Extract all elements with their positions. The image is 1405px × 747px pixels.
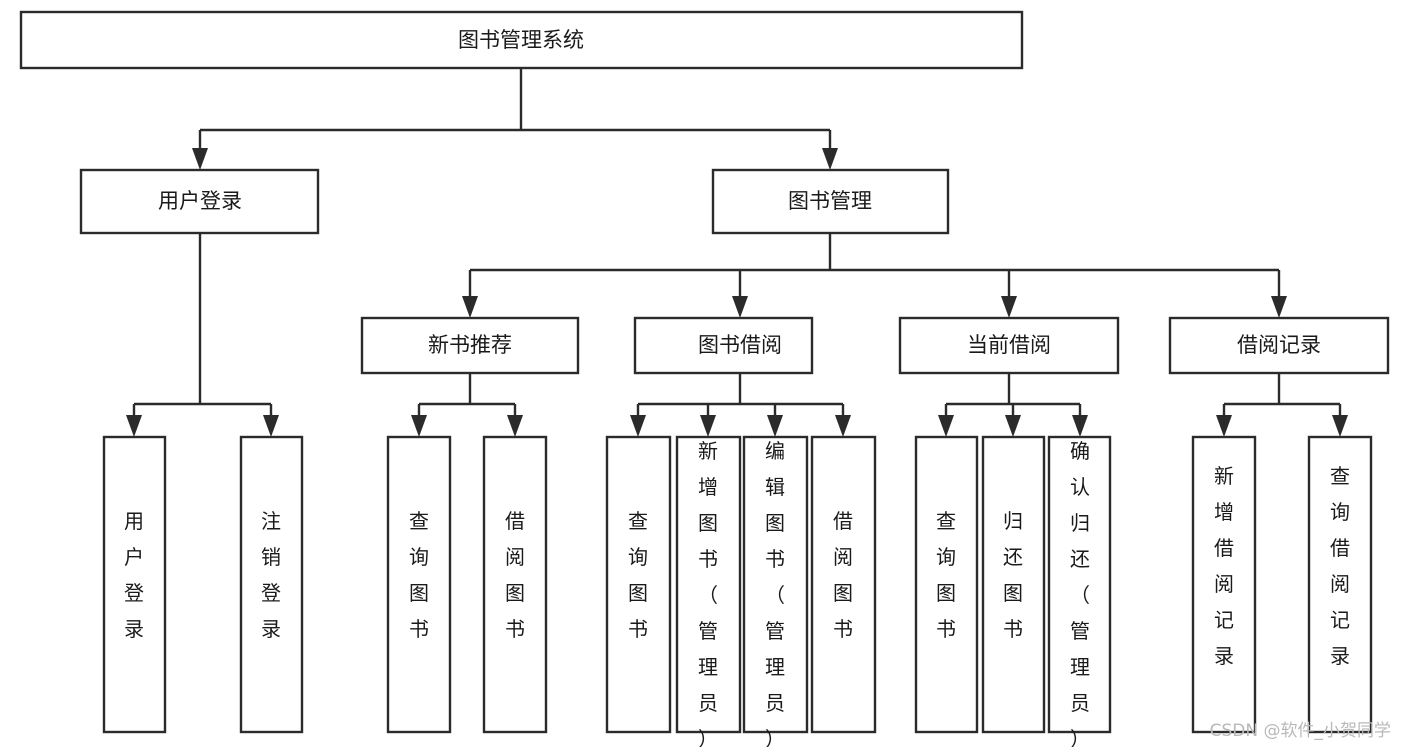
leaf-box bbox=[742, 435, 809, 734]
arrow-head-icon bbox=[1001, 296, 1017, 318]
arrow-head-icon bbox=[767, 415, 783, 437]
leaf-box bbox=[102, 435, 167, 734]
node-current-borrow-box bbox=[898, 316, 1120, 375]
arrow-head-icon bbox=[1271, 296, 1287, 318]
leaf-label: 编辑图书（管理员） bbox=[765, 439, 785, 747]
arrow-head-icon bbox=[263, 415, 279, 437]
leaf-box bbox=[1191, 435, 1257, 734]
leaf-box bbox=[482, 435, 548, 734]
leaf-box bbox=[1307, 435, 1373, 734]
leaf-label: 归还图书 bbox=[1003, 509, 1023, 641]
leaf-box bbox=[675, 435, 742, 734]
node-current-borrow-label: 当前借阅 bbox=[967, 333, 1051, 357]
node-book-borrow-label: 图书借阅 bbox=[698, 333, 782, 357]
leaf-node[interactable]: 查询借阅记录 bbox=[1307, 435, 1373, 734]
arrow-head-icon bbox=[1332, 415, 1348, 437]
arrow-head-icon bbox=[411, 415, 427, 437]
leaf-box bbox=[981, 435, 1046, 734]
leaf-box bbox=[1047, 435, 1112, 734]
node-current-borrow[interactable]: 当前借阅 bbox=[898, 316, 1120, 375]
arrow-head-icon bbox=[1072, 415, 1088, 437]
node-new-book-recommend-label: 新书推荐 bbox=[428, 333, 512, 357]
leaf-box bbox=[386, 435, 452, 734]
arrow-head-icon bbox=[1216, 415, 1232, 437]
leaf-label: 确认归还（管理员） bbox=[1070, 439, 1090, 747]
leaf-node[interactable]: 编辑图书（管理员） bbox=[742, 435, 809, 747]
leaf-box bbox=[914, 435, 979, 734]
node-borrow-record-box bbox=[1168, 316, 1390, 375]
node-book-management[interactable]: 图书管理 bbox=[711, 168, 950, 235]
node-new-book-recommend[interactable]: 新书推荐 bbox=[360, 316, 580, 375]
leaf-node[interactable]: 用户登录 bbox=[102, 435, 167, 734]
leaf-node[interactable]: 归还图书 bbox=[981, 435, 1046, 734]
leaf-label: 新增借阅记录 bbox=[1214, 464, 1234, 668]
leaf-box bbox=[239, 435, 304, 734]
node-borrow-record[interactable]: 借阅记录 bbox=[1168, 316, 1390, 375]
arrow-head-icon bbox=[630, 415, 646, 437]
leaf-node[interactable]: 查询图书 bbox=[914, 435, 979, 734]
leaf-node[interactable]: 查询图书 bbox=[386, 435, 452, 734]
node-book-management-box bbox=[711, 168, 950, 235]
arrow-head-icon bbox=[938, 415, 954, 437]
connector-currentborrow-to-leaves bbox=[938, 373, 1088, 437]
leaf-box bbox=[810, 435, 877, 734]
node-borrow-record-label: 借阅记录 bbox=[1237, 333, 1321, 357]
leaf-node[interactable]: 查询图书 bbox=[605, 435, 672, 734]
leaf-label: 用户登录 bbox=[124, 509, 144, 641]
leaf-node[interactable]: 借阅图书 bbox=[482, 435, 548, 734]
arrow-head-icon bbox=[822, 148, 838, 170]
leaf-node[interactable]: 新增借阅记录 bbox=[1191, 435, 1257, 734]
leaf-label: 查询图书 bbox=[409, 509, 429, 641]
arrow-head-icon bbox=[700, 415, 716, 437]
arrow-head-icon bbox=[126, 415, 142, 437]
node-root-label: 图书管理系统 bbox=[458, 28, 584, 52]
leaf-node[interactable]: 注销登录 bbox=[239, 435, 304, 734]
node-book-borrow-box bbox=[633, 316, 814, 375]
leaf-label: 借阅图书 bbox=[833, 509, 853, 641]
arrow-head-icon bbox=[507, 415, 523, 437]
arrow-head-icon bbox=[1005, 415, 1021, 437]
connector-userlogin-to-leaves bbox=[126, 233, 279, 437]
node-root-system[interactable]: 图书管理系统 bbox=[19, 10, 1024, 70]
arrow-head-icon bbox=[732, 296, 748, 318]
leaf-node[interactable]: 确认归还（管理员） bbox=[1047, 435, 1112, 747]
node-book-management-label: 图书管理 bbox=[788, 189, 872, 213]
connector-borrowrecord-to-leaves bbox=[1216, 373, 1348, 437]
connector-bookborrow-to-leaves bbox=[630, 373, 851, 437]
arrow-head-icon bbox=[192, 148, 208, 170]
leaf-node[interactable]: 借阅图书 bbox=[810, 435, 877, 734]
node-user-login-label: 用户登录 bbox=[158, 189, 242, 213]
node-user-login[interactable]: 用户登录 bbox=[79, 168, 320, 235]
leaf-label: 借阅图书 bbox=[505, 509, 525, 641]
leaf-label: 注销登录 bbox=[261, 509, 281, 641]
node-book-borrow[interactable]: 图书借阅 bbox=[633, 316, 814, 375]
leaf-box bbox=[605, 435, 672, 734]
leaf-node[interactable]: 新增图书（管理员） bbox=[675, 435, 742, 747]
arrow-head-icon bbox=[835, 415, 851, 437]
leaf-label: 查询借阅记录 bbox=[1330, 464, 1350, 668]
leaf-label: 查询图书 bbox=[628, 509, 648, 641]
arrow-head-icon bbox=[462, 296, 478, 318]
leaf-label: 新增图书（管理员） bbox=[698, 439, 718, 747]
connector-bookmgmt-to-level3 bbox=[462, 233, 1287, 318]
leaf-label: 查询图书 bbox=[936, 509, 956, 641]
connector-root-to-level2 bbox=[192, 68, 838, 170]
node-user-login-box bbox=[79, 168, 320, 235]
node-root-box bbox=[19, 10, 1024, 70]
node-new-book-recommend-box bbox=[360, 316, 580, 375]
connector-newbook-to-leaves bbox=[411, 373, 523, 437]
